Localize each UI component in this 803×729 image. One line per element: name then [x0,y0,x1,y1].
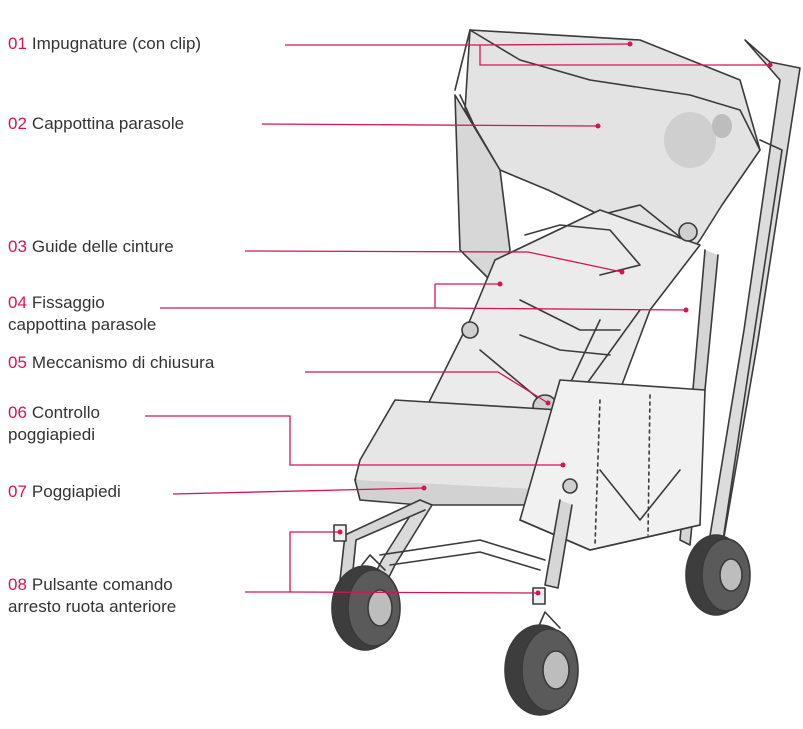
callout-08: 08 Pulsante comando arresto ruota anterio… [8,574,176,618]
callout-07: 07 Poggiapiedi [8,481,121,503]
callout-text: Fissaggio [32,293,105,312]
callout-01: 01 Impugnature (con clip) [8,33,201,55]
callout-number: 08 [8,575,27,594]
callout-text: Meccanismo di chiusura [32,353,214,372]
callout-number: 02 [8,114,27,133]
callout-text-line2: poggiapiedi [8,425,95,444]
callout-text: Cappottina parasole [32,114,184,133]
callout-text: Guide delle cinture [32,237,174,256]
callout-04: 04 Fissaggio cappottina parasole [8,292,156,336]
callout-text-line2: arresto ruota anteriore [8,597,176,616]
callout-number: 03 [8,237,27,256]
callout-number: 01 [8,34,27,53]
callout-number: 06 [8,403,27,422]
callout-text: Poggiapiedi [32,482,121,501]
callout-02: 02 Cappottina parasole [8,113,184,135]
callout-number: 04 [8,293,27,312]
callout-number: 07 [8,482,27,501]
callout-03: 03 Guide delle cinture [8,236,174,258]
callout-text: Impugnature (con clip) [32,34,201,53]
callout-text-line2: cappottina parasole [8,315,156,334]
callout-number: 05 [8,353,27,372]
callout-05: 05 Meccanismo di chiusura [8,352,214,374]
callout-06: 06 Controllo poggiapiedi [8,402,100,446]
callout-text: Controllo [32,403,100,422]
callout-text: Pulsante comando [32,575,173,594]
